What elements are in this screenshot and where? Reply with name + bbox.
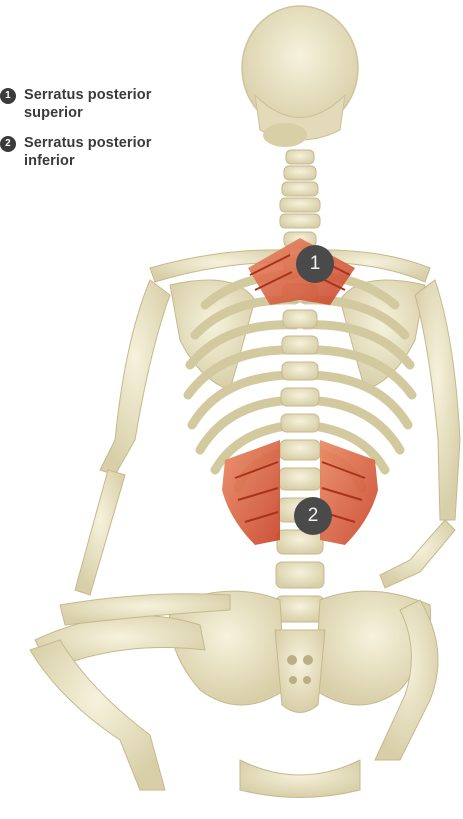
legend-label-line1: Serratus posterior	[24, 134, 200, 152]
skull	[242, 6, 358, 147]
cervical-spine	[280, 150, 320, 228]
marker-inferior: 2	[294, 497, 332, 535]
legend-item-superior: 1 Serratus posterior superior	[0, 86, 200, 122]
legend-label-line2: inferior	[24, 152, 200, 170]
legend-label-line1: Serratus posterior	[24, 86, 200, 104]
legend: 1 Serratus posterior superior 2 Serratus…	[0, 86, 200, 182]
legend-number-1: 1	[0, 88, 16, 104]
marker-superior: 1	[296, 245, 334, 283]
legend-number-2: 2	[0, 136, 16, 152]
legend-label-line2: superior	[24, 104, 200, 122]
legend-item-inferior: 2 Serratus posterior inferior	[0, 134, 200, 170]
